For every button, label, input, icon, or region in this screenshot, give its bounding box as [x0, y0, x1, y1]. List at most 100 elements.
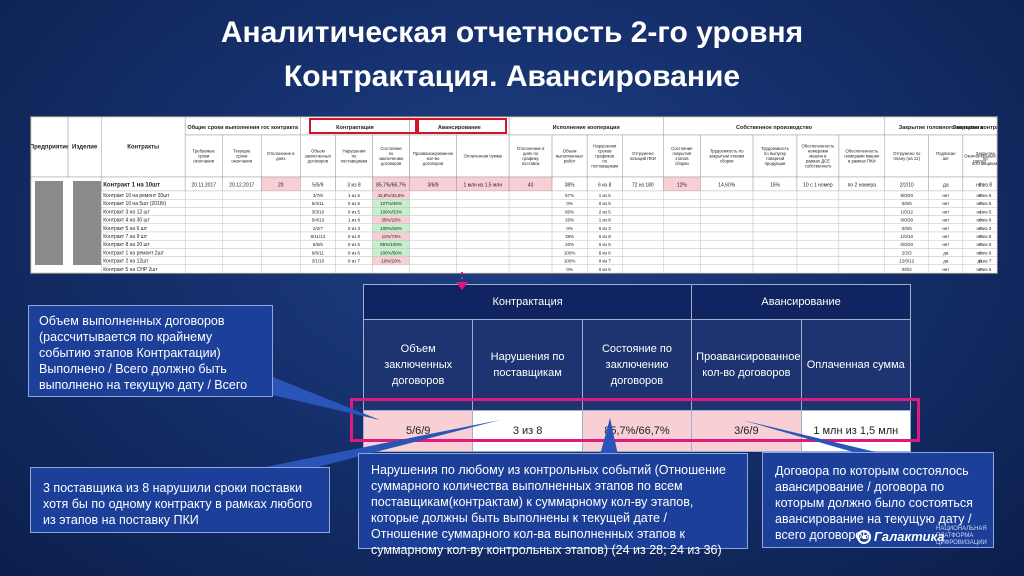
sheet-row-value: 0% — [566, 267, 573, 272]
group-avans: Авансирование — [691, 284, 911, 320]
sheet-header-label: днях по — [523, 151, 539, 156]
sheet-row-value: 1 из 6 — [348, 193, 361, 198]
sheet-main-value: 20.12.2017 — [229, 183, 254, 189]
sheet-header-label: Контракты — [127, 145, 159, 151]
arrow-c1 — [260, 372, 380, 420]
sheet-header-label: товарной — [766, 156, 785, 161]
sheet-row-value: 100%/50% — [380, 250, 402, 255]
sheet-row-value: 5/5/6 — [313, 242, 324, 247]
sheet-header-label: в рамках ПКИ — [848, 159, 876, 164]
sheet-row-value: Контракт 3 на 12 шт — [103, 209, 150, 215]
sheet-row-value: 10%/10% — [381, 259, 400, 264]
sheet-header-label: окончания — [193, 159, 214, 164]
sheet-row-value: нет — [976, 242, 983, 247]
sheet-row-value: 0/0/30 — [900, 218, 913, 223]
sheet-row-value: Контракт 5 на СНР 2шт — [103, 267, 158, 273]
sheet-row-value: нет — [942, 234, 949, 239]
sheet-row-value: 1/0/12 — [900, 209, 913, 214]
sheet-main-value: 12% — [677, 183, 688, 189]
sheet-row-value: 107%/45% — [380, 201, 402, 206]
sheet-row-value: 100% — [564, 259, 576, 264]
sheet-header-label: договоров — [423, 161, 444, 166]
sheet-header-cell — [184, 134, 223, 178]
sheet-main-value: 15% — [770, 183, 781, 189]
logo-name: Галактика — [874, 529, 945, 544]
sheet-header-label: Требуемые — [193, 149, 216, 154]
sheet-row-value: да — [977, 259, 983, 264]
slide-subtitle: Контрактация. Авансирование — [283, 60, 741, 93]
callout-violations: Нарушения по любому из контрольных событ… — [358, 453, 748, 557]
sheet-row-value: 42,8%/33,6% — [378, 193, 405, 198]
sheet-header-label: рамках ДСЕ — [806, 159, 830, 164]
sheet-header-label: номерами — [808, 149, 829, 154]
sheet-row-value: 35%/15% — [381, 218, 400, 223]
val-state: 85,7%/66,7% — [581, 410, 693, 452]
sheet-main-value: 85,7%/66,7% — [376, 183, 406, 189]
sheet-row-value: нет — [942, 201, 949, 206]
sheet-header-cell — [221, 134, 262, 178]
sheet-header-label: сроков — [598, 149, 612, 154]
sheet-row-value: 6/6/11 — [312, 250, 325, 255]
sheet-header-label: поставок — [522, 161, 540, 166]
sheet-row-value: 0 из 5 — [348, 201, 361, 206]
sheet-row-value: нет — [942, 267, 949, 272]
sheet-row-value: 0 из 5 — [348, 242, 361, 247]
arrow-c4 — [742, 420, 884, 454]
sheet-group-label: Контрактация — [336, 125, 374, 131]
sheet-header-cell — [261, 134, 301, 178]
sheet-row-value: нет — [976, 193, 983, 198]
sheet-header-cell — [31, 117, 69, 178]
sheet-row-value: 0 из 5 — [599, 242, 612, 247]
sheet-row-value: 8/11/13 — [311, 234, 326, 239]
callout-volume: Объем выполненных договоров (рассчитывае… — [28, 305, 273, 397]
sheet-header-label: сборки — [675, 161, 689, 166]
sheet-row-value: 5 из 6 — [979, 193, 992, 198]
sheet-row-value: нет — [942, 209, 949, 214]
sheet-row-value: 20% — [565, 242, 574, 247]
sheet-header-label: поставщикам — [972, 161, 997, 166]
sheet-main-value: 72 из 180 — [632, 183, 654, 189]
sheet-row-value: 2/2/2 — [902, 250, 913, 255]
sheet-row-value: Контракт 1 на ремонт 2шт — [103, 250, 164, 256]
sheet-header-label: номерами машин — [844, 154, 880, 159]
sheet-header-label: по — [602, 159, 607, 164]
sheet-row-value: 0/0/2 — [902, 267, 913, 272]
sheet-header-cell — [962, 134, 997, 178]
hdr-state: Состояние по заключению договоров — [581, 319, 693, 411]
sheet-main-value: 20 — [278, 183, 284, 189]
sheet-row-value: 3/3/10 — [312, 209, 325, 214]
sheet-header-label: сборки — [720, 159, 734, 164]
val-violations: 3 из 8 — [472, 410, 583, 452]
sheet-header-label: Отгружено по — [893, 151, 921, 156]
sheet-row-value: 0 из 5 — [979, 267, 992, 272]
sheet-row-value: 11%/73% — [382, 234, 401, 239]
group-contr: Контрактация — [362, 284, 693, 320]
sheet-header-label: расчет — [973, 159, 986, 164]
sheet-row-value: нет — [942, 226, 949, 231]
sheet-header-label: Объем — [563, 149, 577, 154]
sheet-row-value: 5/4/11 — [312, 201, 325, 206]
sheet-row-value: 100%/28% — [380, 226, 402, 231]
sheet-header-label: этапов — [675, 156, 689, 161]
sheet-row-value: нет — [942, 242, 949, 247]
callout-suppliers: 3 поставщика из 8 нарушили сроки поставк… — [30, 467, 330, 533]
hdr-advanced: Проавансированное кол-во договоров — [691, 319, 802, 411]
sheet-group-label: Собственное производство — [736, 124, 813, 131]
sheet-header-cell — [456, 134, 510, 178]
sheet-header-label: продукции — [765, 161, 786, 166]
sheet-row-value: Контракт 8 на 20 шт — [103, 242, 150, 248]
sheet-main-value: 20.11.2017 — [191, 183, 216, 189]
sheet-main-value: 2/2/10 — [900, 183, 914, 189]
sheet-row-value: 0 из 8 — [979, 218, 992, 223]
sheet-header-label: заключенных — [305, 154, 332, 159]
sheet-header-label: плану (на 12) — [893, 156, 920, 161]
sheet-header-label: позиций ПКИ — [630, 156, 656, 161]
sheet-row-value: Контракт 10 на 5шт (2018г) — [103, 201, 166, 207]
sheet-row-value: 0 из 3 — [348, 226, 361, 231]
sheet-row-value: 8/0/20 — [900, 193, 913, 198]
hdr-paid: Оплаченная сумма — [800, 319, 912, 411]
sheet-group-label: Общие сроки выполнения гос контракта — [187, 124, 299, 131]
redacted-block-2 — [73, 181, 101, 265]
sheet-row-value: нет — [976, 201, 983, 206]
